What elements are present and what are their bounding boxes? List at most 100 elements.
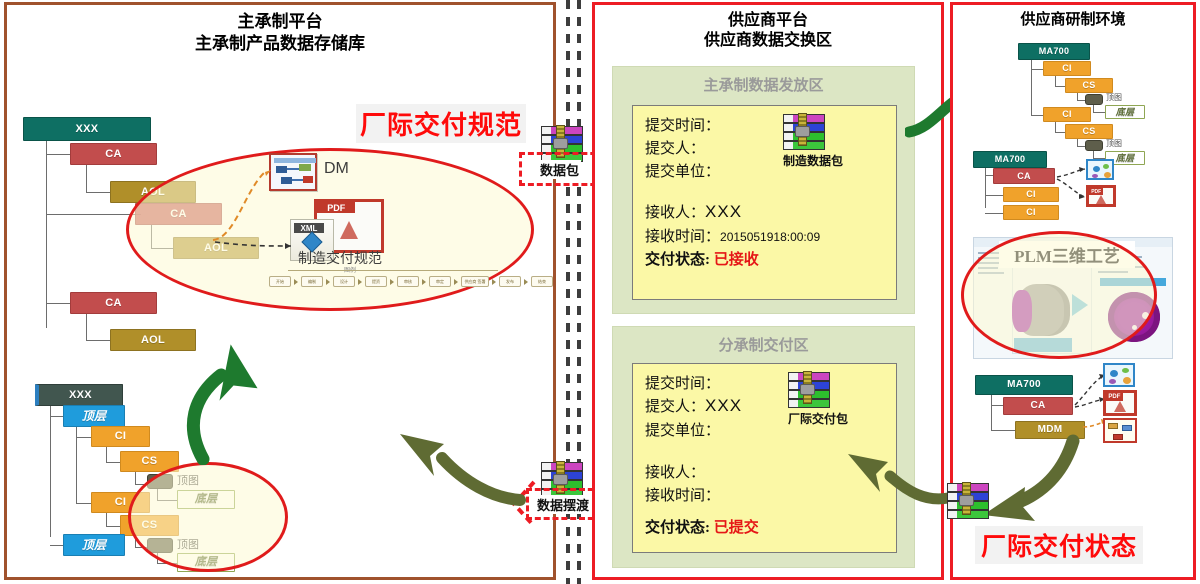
chain-arrow-icon — [294, 278, 298, 285]
tree-connector — [1031, 69, 1043, 70]
tree-connector — [46, 141, 47, 328]
zone-2-card[interactable]: 提交时间： 提交人：XXX 提交单位： 接收人： 接收时间： 交付状态: 已提交 — [632, 363, 897, 553]
dm-label: DM — [324, 160, 349, 177]
xml-icon[interactable]: XML — [290, 219, 334, 261]
zip-icon — [947, 482, 991, 519]
right-tree-c-flow-icon[interactable] — [1103, 418, 1137, 443]
right-tree-b-model-icon[interactable] — [1086, 159, 1114, 180]
xml-tag-label: XML — [294, 223, 324, 233]
pdf-tag-label: PDF — [1106, 393, 1123, 401]
chain-arrow-icon — [492, 278, 496, 285]
tree-node-ci-1[interactable]: CI — [91, 426, 150, 447]
tree-connector — [1055, 122, 1056, 133]
right-tree-b-ci-1[interactable]: CI — [1003, 187, 1059, 202]
zone-1-field-submit-unit: 提交单位： — [645, 160, 720, 181]
label: 提交时间： — [645, 376, 721, 392]
zone-1-card[interactable]: 提交时间： 提交人： 提交单位： 接收人：XXX 接收时间：2015051918… — [632, 105, 897, 300]
right-tree-a-topview-marker-2[interactable] — [1085, 140, 1103, 151]
right-tree-c-pdf-icon[interactable]: PDF — [1103, 390, 1137, 416]
chain-arrow-icon — [422, 278, 426, 285]
chain-step: 设计 — [333, 276, 355, 287]
right-tree-a-cs-1[interactable]: CS — [1065, 78, 1113, 93]
right-tree-c-mdm[interactable]: MDM — [1015, 421, 1085, 439]
chain-arrow-icon — [524, 278, 528, 285]
zone-1-package-caption: 制造数据包 — [783, 154, 844, 168]
label: 提交单位： — [645, 164, 721, 180]
tree-connector — [1031, 60, 1032, 116]
tree-connector — [991, 405, 1003, 406]
right-tree-c-root[interactable]: MA700 — [975, 375, 1073, 395]
tree-node-ca-3[interactable]: CA — [70, 292, 157, 314]
right-tree-b-ci-2[interactable]: CI — [1003, 205, 1059, 220]
chain-step: 提资 — [365, 276, 387, 287]
zone-1-package-icon[interactable]: 制造数据包 — [783, 113, 844, 169]
tree-node-root-xxx[interactable]: XXX — [23, 117, 151, 141]
right-tree-b-root[interactable]: MA700 — [973, 151, 1047, 168]
right-package-icon[interactable] — [947, 482, 991, 519]
right-headline-delivery-status: 厂际交付状态 — [975, 526, 1144, 564]
right-tree-a-topview-label-2: 顶图 — [1106, 139, 1122, 148]
label: 提交人： — [645, 399, 706, 415]
label: 交付状态: — [645, 252, 710, 268]
chain-step: 开始 — [269, 276, 291, 287]
tree-connector — [86, 165, 87, 193]
tree-node-toplevel-2[interactable]: 顶层 — [63, 534, 125, 556]
corridor-label-data-package: 数据包 — [538, 160, 582, 179]
label: 接收人： — [645, 465, 706, 481]
zone-subcontract-delivery: 分承制交付区 提交时间： 提交人：XXX 提交单位： 接收人： 接收时间： — [612, 326, 915, 568]
right-tree-b-ca[interactable]: CA — [993, 168, 1055, 184]
right-tree-c-model-icon[interactable] — [1103, 363, 1135, 387]
right-tree-c-ca[interactable]: CA — [1003, 397, 1073, 415]
value: XXX — [705, 202, 743, 221]
tree-connector — [1055, 132, 1065, 133]
label: 提交人： — [645, 141, 706, 157]
tree-connector — [1093, 158, 1105, 159]
value: 2015051918:00:09 — [720, 230, 821, 244]
tree-connector — [106, 513, 107, 527]
zone-1-field-submit-time: 提交时间： — [645, 114, 720, 135]
tree-connector — [991, 430, 1015, 431]
chain-arrow-icon — [358, 278, 362, 285]
panel-prime-contractor: 主承制平台 主承制产品数据存储库 厂际交付规范 XXX CA AOL CA AO… — [4, 2, 556, 580]
status-badge: 已接收 — [713, 252, 759, 268]
chain-step: 审定 — [429, 276, 451, 287]
corridor-label-data-ferry: 数据摆渡 — [535, 495, 592, 514]
tree-connector — [1077, 93, 1078, 101]
tree-node-root-xxx-bottom[interactable]: XXX — [35, 384, 123, 406]
tree-connector — [50, 545, 63, 546]
right-tree-a-ci-1[interactable]: CI — [1043, 61, 1091, 76]
right-tree-a-ci-2[interactable]: CI — [1043, 107, 1091, 122]
chain-step: 供应商 签署 — [461, 276, 489, 287]
tree-connector — [1077, 139, 1078, 147]
zone-2-title: 分承制交付区 — [718, 338, 809, 354]
zone-2-field-receive-time: 接收时间： — [645, 484, 720, 505]
right-tree-b-pdf-icon[interactable]: PDF — [1086, 185, 1116, 207]
highlight-ellipse-bottom-tree — [128, 462, 288, 572]
zone-prime-data-release: 主承制数据发放区 提交时间： 提交人： 提交单位： 接收人：XXX 接收时间：2… — [612, 66, 915, 314]
tree-connector — [46, 214, 141, 215]
label: 接收时间： — [645, 229, 721, 245]
right-tree-a-root[interactable]: MA700 — [1018, 43, 1090, 60]
chain-step: 结束 — [531, 276, 553, 287]
tree-connector — [46, 154, 70, 155]
right-tree-a-bottomlayer-1[interactable]: 底层 — [1105, 105, 1145, 119]
tree-connector — [1055, 86, 1065, 87]
chain-step: 编制 — [301, 276, 323, 287]
tree-node-ca-1[interactable]: CA — [70, 143, 157, 165]
tree-connector — [985, 175, 993, 176]
dm-icon[interactable] — [269, 153, 317, 191]
tree-node-toplevel-1[interactable]: 顶层 — [63, 405, 125, 427]
right-tree-a-topview-marker-1[interactable] — [1085, 94, 1103, 105]
right-tree-a-bottomlayer-2[interactable]: 底层 — [1105, 151, 1145, 165]
tree-connector — [1077, 146, 1085, 147]
panel-mid-title: 供应商平台 供应商数据交换区 — [595, 11, 941, 52]
tree-node-aol-3[interactable]: AOL — [110, 329, 196, 351]
tree-node-cs-1[interactable]: CS — [120, 451, 179, 472]
zone-2-package-icon[interactable]: 厂际交付包 — [788, 371, 848, 427]
right-tree-a-cs-2[interactable]: CS — [1065, 124, 1113, 139]
panel-right-title: 供应商研制环境 — [1020, 12, 1126, 28]
panel-left-title: 主承制平台 主承制产品数据存储库 — [7, 11, 553, 55]
right-tree-a-topview-label-1: 顶图 — [1106, 93, 1122, 102]
tree-connector — [106, 447, 107, 463]
tree-connector — [50, 406, 51, 537]
